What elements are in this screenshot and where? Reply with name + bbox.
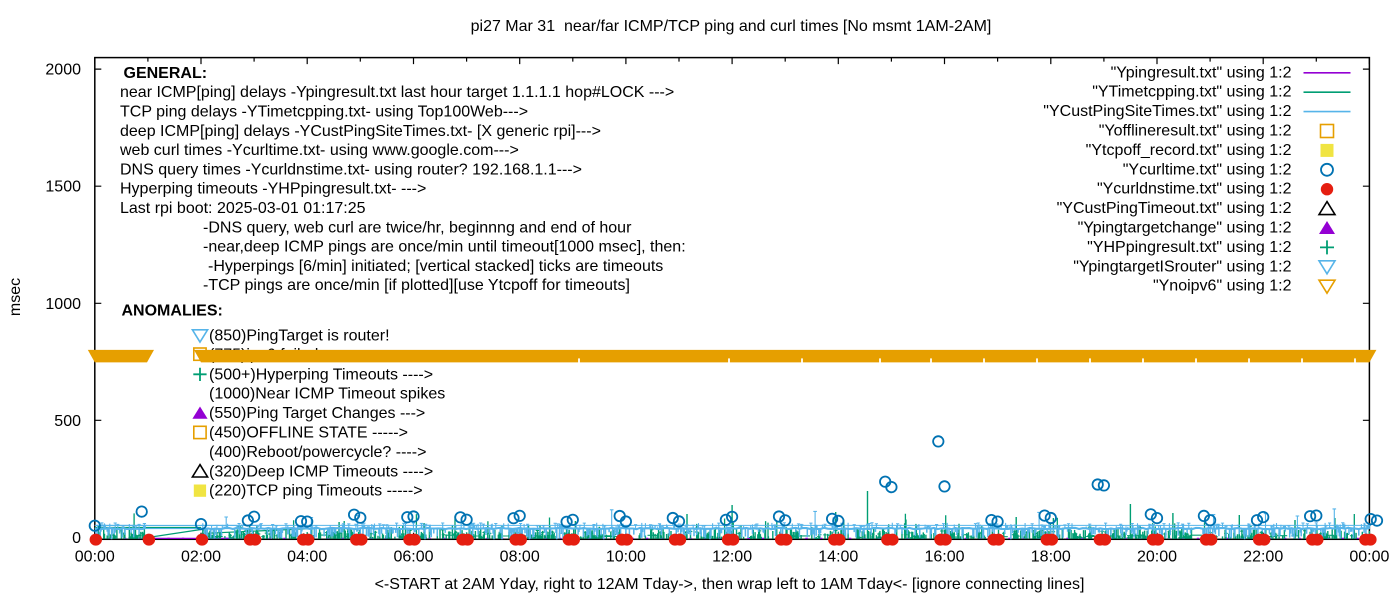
svg-text:"YCustPingSiteTimes.txt" using: "YCustPingSiteTimes.txt" using 1:2: [1043, 103, 1291, 120]
svg-text:Last rpi boot: 2025-03-01 01:1: Last rpi boot: 2025-03-01 01:17:25: [120, 200, 366, 217]
svg-text:(400)Reboot/powercycle? ---->: (400)Reboot/powercycle? ---->: [209, 444, 426, 461]
svg-text:02:00: 02:00: [181, 549, 221, 566]
svg-text:-DNS query, web curl are twice: -DNS query, web curl are twice/hr, begin…: [203, 219, 632, 236]
svg-text:1500: 1500: [45, 179, 81, 196]
svg-text:"YHPpingresult.txt" using 1:2: "YHPpingresult.txt" using 1:2: [1087, 239, 1291, 256]
svg-text:06:00: 06:00: [393, 549, 433, 566]
svg-text:2000: 2000: [45, 62, 81, 79]
svg-text:08:00: 08:00: [500, 549, 540, 566]
svg-text:1000: 1000: [45, 296, 81, 313]
svg-text:"Yofflineresult.txt" using 1:2: "Yofflineresult.txt" using 1:2: [1099, 123, 1292, 140]
svg-text:"YpingtargetISrouter" using 1:: "YpingtargetISrouter" using 1:2: [1073, 258, 1291, 275]
svg-text:msec: msec: [7, 278, 24, 316]
svg-text:16:00: 16:00: [924, 549, 964, 566]
svg-text:(850)PingTarget is router!: (850)PingTarget is router!: [209, 328, 390, 345]
svg-text:GENERAL:: GENERAL:: [124, 65, 208, 82]
svg-text:near ICMP[ping] delays -Ypingr: near ICMP[ping] delays -Ypingresult.txt …: [120, 84, 674, 101]
svg-text:Hyperping timeouts -YHPpingres: Hyperping timeouts -YHPpingresult.txt- -…: [120, 181, 426, 198]
svg-text:10:00: 10:00: [606, 549, 646, 566]
svg-text:"Ynoipv6" using 1:2: "Ynoipv6" using 1:2: [1153, 278, 1292, 295]
svg-text:22:00: 22:00: [1243, 549, 1283, 566]
svg-text:00:00: 00:00: [75, 549, 115, 566]
svg-text:"Ycurldnstime.txt" using 1:2: "Ycurldnstime.txt" using 1:2: [1097, 181, 1292, 198]
svg-text:500: 500: [54, 413, 81, 430]
svg-text:-Hyperpings [6/min] initiated;: -Hyperpings [6/min] initiated; [vertical…: [208, 258, 663, 275]
svg-text:"Ytcpoff_record.txt" using 1:2: "Ytcpoff_record.txt" using 1:2: [1086, 142, 1292, 159]
svg-text:"Ypingtargetchange" using 1:2: "Ypingtargetchange" using 1:2: [1078, 220, 1292, 237]
svg-text:DNS query times -Ycurldnstime.: DNS query times -Ycurldnstime.txt- using…: [120, 161, 582, 178]
svg-text:"Ypingresult.txt" using 1:2: "Ypingresult.txt" using 1:2: [1111, 64, 1292, 81]
svg-text:(1000)Near ICMP Timeout spikes: (1000)Near ICMP Timeout spikes: [209, 386, 445, 403]
svg-text:pi27 Mar 31 near/far ICMP/TCP: pi27 Mar 31 near/far ICMP/TCP ping and c…: [471, 18, 992, 35]
svg-text:-TCP pings are once/min [if pl: -TCP pings are once/min [if plotted][use…: [203, 277, 630, 294]
svg-text:(220)TCP ping Timeouts ----->: (220)TCP ping Timeouts ----->: [209, 483, 423, 500]
svg-text:20:00: 20:00: [1137, 549, 1177, 566]
svg-text:-near,deep ICMP pings are once: -near,deep ICMP pings are once/min until…: [203, 239, 686, 256]
svg-text:web curl times -Ycurltime.txt-: web curl times -Ycurltime.txt- using www…: [119, 142, 519, 159]
svg-text:00:00: 00:00: [1349, 549, 1389, 566]
svg-text:18:00: 18:00: [1031, 549, 1071, 566]
svg-text:12:00: 12:00: [712, 549, 752, 566]
svg-text:14:00: 14:00: [818, 549, 858, 566]
svg-text:(320)Deep ICMP Timeouts ---->: (320)Deep ICMP Timeouts ---->: [209, 463, 433, 480]
svg-text:(450)OFFLINE STATE ----->: (450)OFFLINE STATE ----->: [209, 425, 408, 442]
svg-text:"YCustPingTimeout.txt" using 1: "YCustPingTimeout.txt" using 1:2: [1057, 200, 1292, 217]
svg-text:"Ycurltime.txt" using 1:2: "Ycurltime.txt" using 1:2: [1123, 161, 1292, 178]
svg-text:TCP ping delays -YTimetcpping.: TCP ping delays -YTimetcpping.txt- using…: [120, 104, 528, 121]
svg-text:(550)Ping Target Changes --->: (550)Ping Target Changes --->: [209, 405, 425, 422]
svg-text:<-START at 2AM Yday, right to: <-START at 2AM Yday, right to 12AM Tday-…: [375, 576, 1085, 593]
svg-text:"YTimetcpping.txt" using 1:2: "YTimetcpping.txt" using 1:2: [1092, 84, 1291, 101]
svg-text:(500+)Hyperping Timeouts ---->: (500+)Hyperping Timeouts ---->: [209, 366, 433, 383]
svg-text:04:00: 04:00: [287, 549, 327, 566]
svg-text:ANOMALIES:: ANOMALIES:: [122, 303, 223, 320]
svg-text:0: 0: [72, 530, 81, 547]
svg-text:deep ICMP[ping] delays -YCustP: deep ICMP[ping] delays -YCustPingSiteTim…: [120, 123, 601, 140]
